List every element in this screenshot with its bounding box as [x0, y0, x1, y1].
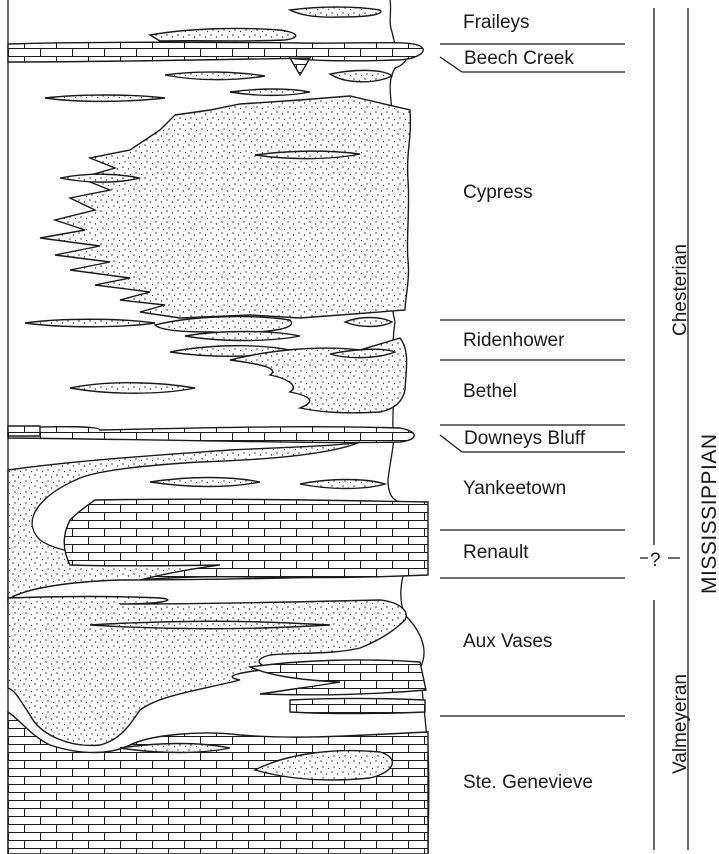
sand-lens [150, 478, 260, 487]
sand-lens [45, 95, 165, 101]
sand-lens [70, 383, 195, 394]
limestone-tongue [250, 660, 426, 695]
series-boundary-question: ? [650, 550, 661, 571]
sand-lens [155, 317, 292, 333]
formation-label: Yankeetown [463, 478, 566, 499]
system-label: MISSISSIPPIAN [698, 433, 719, 594]
formation-label: Aux Vases [463, 631, 552, 652]
series-column: ? Chesterian Valmeyeran [640, 8, 691, 850]
fraileys-sand-lens [150, 28, 296, 41]
system-column: MISSISSIPPIAN [688, 8, 719, 850]
lithology-column [8, 0, 429, 854]
sand-lens [345, 318, 392, 327]
downeys-bluff-limestone [8, 427, 414, 443]
sand-lens [165, 72, 265, 80]
formation-label: Beech Creek [464, 48, 574, 69]
formation-labels: Fraileys Beech Creek Cypress Ridenhower … [463, 12, 593, 793]
cypress-sandstone [40, 96, 410, 318]
formation-label: Renault [463, 542, 529, 563]
fraileys-sand-lens [290, 7, 381, 17]
formation-label: Cypress [463, 182, 533, 203]
boundary-leader [440, 435, 462, 452]
formation-label: Ste. Genevieve [463, 772, 593, 793]
formation-boundaries [440, 44, 625, 716]
sand-lens [230, 89, 310, 95]
formation-label: Downeys Bluff [464, 428, 586, 449]
formation-label: Fraileys [463, 12, 530, 33]
sand-lens [185, 332, 300, 341]
boundary-leader [440, 57, 462, 72]
formation-label: Ridenhower [463, 330, 565, 351]
sand-lens [60, 174, 140, 182]
formation-label: Bethel [463, 381, 517, 402]
limestone-tongue [290, 699, 425, 714]
sand-lens [330, 70, 392, 81]
sand-lens [300, 480, 385, 489]
sand-lens [25, 319, 155, 327]
downeys-bluff-limestone-lens [8, 426, 40, 436]
